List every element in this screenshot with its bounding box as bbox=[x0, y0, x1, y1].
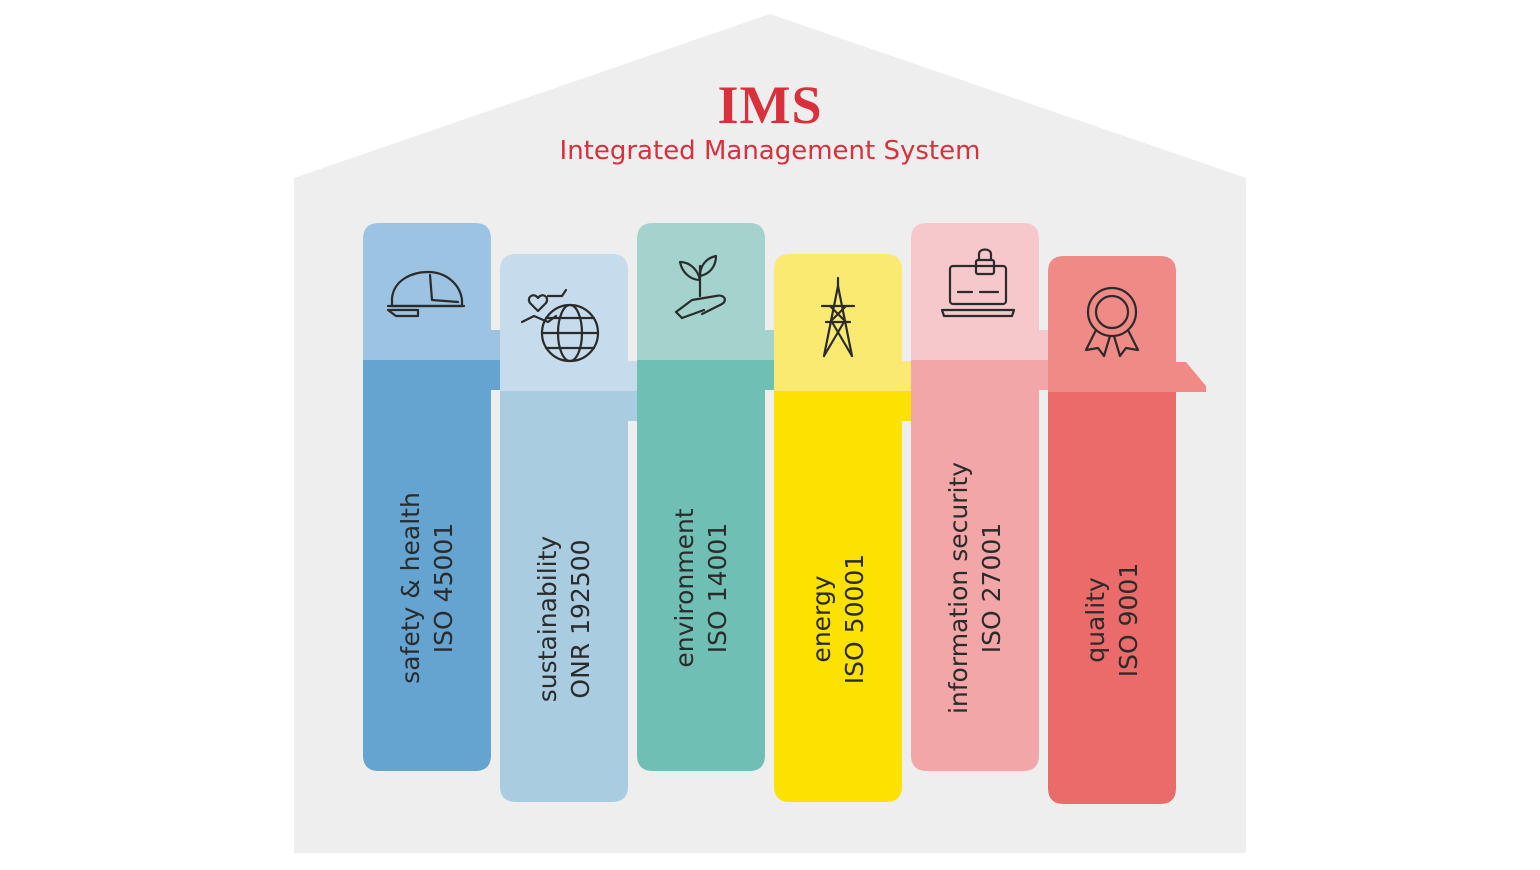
pillar-body bbox=[363, 360, 491, 771]
pillar-name: sustainability bbox=[533, 535, 562, 702]
pillar-top bbox=[774, 254, 932, 391]
pillar-body bbox=[911, 360, 1039, 771]
pillar-name: energy bbox=[807, 574, 836, 663]
globe-hands-icon bbox=[520, 288, 600, 363]
pillar-standard: ONR 192500 bbox=[566, 538, 595, 699]
pillar-6 bbox=[1048, 256, 1206, 804]
pillar-name: information security bbox=[944, 461, 973, 714]
pillar-top bbox=[363, 223, 521, 360]
laptop-lock-icon bbox=[940, 248, 1016, 318]
diagram-subtitle: Integrated Management System bbox=[559, 136, 981, 166]
hard-hat-icon bbox=[386, 270, 466, 318]
pillar-1 bbox=[363, 223, 527, 771]
pillar-standard: ISO 9001 bbox=[1114, 562, 1143, 678]
pillar-top bbox=[637, 223, 795, 360]
pillar-name: safety & health bbox=[396, 491, 425, 684]
pillar-top bbox=[1048, 256, 1206, 392]
pillar-standard: ISO 50001 bbox=[840, 553, 869, 684]
pillar-3 bbox=[637, 223, 801, 771]
pillar-standard: ISO 14001 bbox=[703, 522, 732, 653]
pillar-body bbox=[637, 360, 765, 771]
diagram-title: IMS bbox=[717, 75, 823, 135]
pillar-body bbox=[500, 391, 628, 802]
pillar-name: environment bbox=[670, 507, 699, 668]
pillar-standard: ISO 45001 bbox=[429, 522, 458, 653]
pillar-top bbox=[500, 254, 658, 391]
power-tower-icon bbox=[820, 276, 856, 358]
pillar-standard: ISO 27001 bbox=[977, 522, 1006, 653]
pillar-body bbox=[774, 391, 902, 802]
award-ribbon-icon bbox=[1084, 286, 1140, 358]
pillar-2 bbox=[500, 254, 664, 802]
pillar-name: quality bbox=[1081, 577, 1110, 663]
hand-plant-icon bbox=[674, 254, 726, 320]
pillar-body bbox=[1048, 392, 1176, 804]
